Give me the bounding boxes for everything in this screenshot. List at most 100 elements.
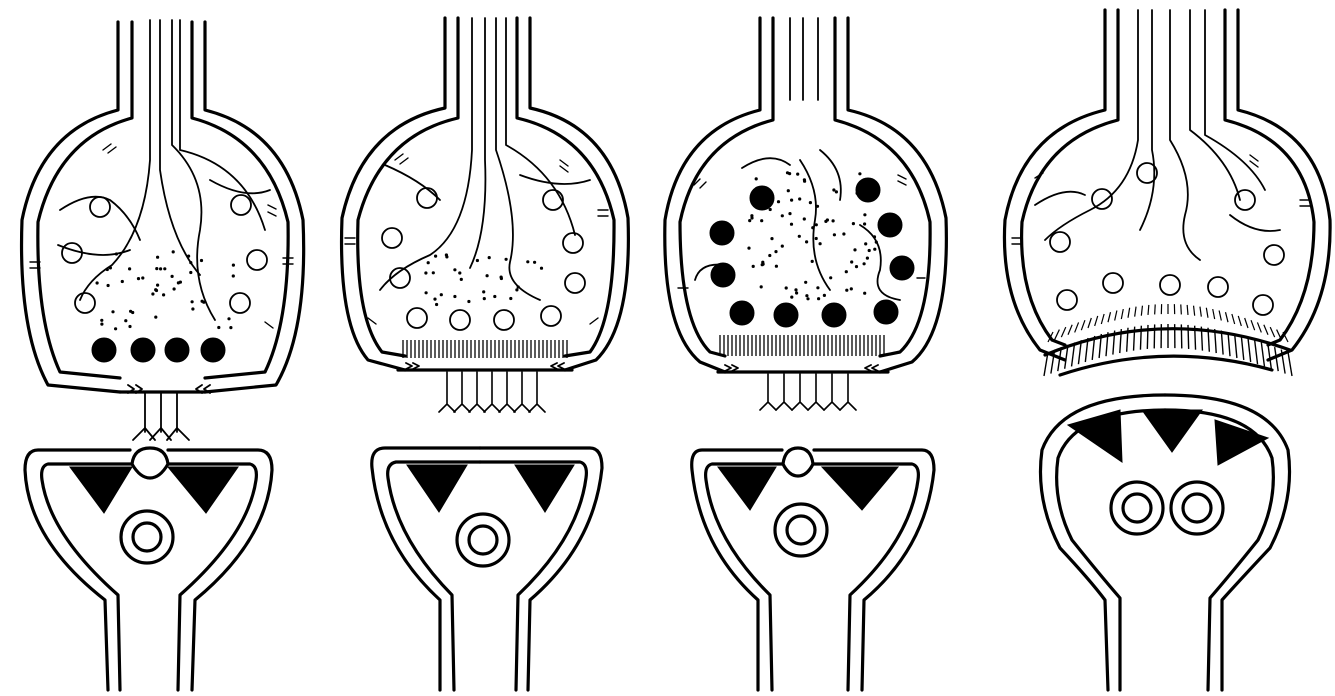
transmitter-dot xyxy=(850,260,853,263)
transmitter-dot xyxy=(865,182,868,185)
transmitter-dot xyxy=(434,255,437,258)
transmitter-dot xyxy=(835,190,838,193)
transmitter-dot xyxy=(232,264,235,267)
fusion-fringe-line xyxy=(1261,342,1264,366)
transmitter-strand xyxy=(439,372,455,412)
transmitter-dot xyxy=(482,290,485,293)
vesicle-filled xyxy=(710,221,734,245)
transmitter-dot xyxy=(875,241,878,244)
fusion-fringe-line xyxy=(1255,340,1258,364)
transmitter-dot xyxy=(755,187,758,190)
fusion-fringe-spike xyxy=(1206,308,1208,318)
transmitter-dot xyxy=(752,265,755,268)
vesicle-empty xyxy=(1050,232,1070,252)
vesicle-empty xyxy=(1057,290,1077,310)
panel-2-synapse xyxy=(342,18,629,690)
transmitter-dot xyxy=(809,201,812,204)
transmitter-dot xyxy=(433,298,436,301)
transmitter-dot xyxy=(179,281,182,284)
transmitter-dot xyxy=(124,319,127,322)
transmitter-dot xyxy=(107,284,110,287)
vesicle-empty xyxy=(247,250,267,270)
ring-inner xyxy=(133,523,161,551)
transmitter-strand xyxy=(776,374,792,410)
fusion-fringe-spike xyxy=(1200,307,1201,317)
vesicle-empty xyxy=(1253,295,1273,315)
transmitter-dot xyxy=(453,295,456,298)
vesicle-empty xyxy=(450,310,470,330)
transmitter-dot xyxy=(476,259,479,262)
vesicle-empty xyxy=(1264,245,1284,265)
transmitter-dot xyxy=(486,274,489,277)
receptor xyxy=(407,465,467,512)
transmitter-dot xyxy=(106,268,109,271)
transmitter-dot xyxy=(823,294,826,297)
vesicle-filled xyxy=(92,338,116,362)
transmitter-dot xyxy=(795,291,798,294)
transmitter-dot xyxy=(189,261,192,264)
transmitter-dot xyxy=(151,292,154,295)
vesicle-empty xyxy=(565,273,585,293)
transmitter-dot xyxy=(128,267,131,270)
transmitter-dot xyxy=(787,189,790,192)
transmitter-dot xyxy=(863,213,866,216)
transmitter-dot xyxy=(873,235,876,238)
transmitter-dot xyxy=(858,172,861,175)
panel-3-synapse xyxy=(665,18,947,690)
panel-3-presynaptic-terminal xyxy=(665,18,947,410)
transmitter-dot xyxy=(96,281,99,284)
vesicle-filled xyxy=(165,338,189,362)
transmitter-dot xyxy=(111,310,114,313)
transmitter-dot xyxy=(769,208,772,211)
vesicle-empty xyxy=(494,310,514,330)
transmitter-dot xyxy=(200,259,203,262)
transmitter-dot xyxy=(191,307,194,310)
receptor xyxy=(515,465,574,512)
transmitter-dot xyxy=(790,199,793,202)
transmitter-dot xyxy=(162,293,165,296)
transmitter-dot xyxy=(187,255,190,258)
transmitter-dot xyxy=(427,261,430,264)
transmitter-dot xyxy=(832,219,835,222)
vesicle-empty xyxy=(231,195,251,215)
fusion-fringe-spike xyxy=(1115,311,1117,321)
fusion-fringe-spike xyxy=(1270,327,1274,337)
fusion-fringe-line xyxy=(1147,325,1148,349)
transmitter-dot xyxy=(128,325,131,328)
vesicle-empty xyxy=(1235,190,1255,210)
ring-outer xyxy=(1171,482,1223,534)
fusion-fringe-spike xyxy=(1141,306,1142,316)
transmitter-dot xyxy=(866,257,869,260)
panel-1-synapse xyxy=(22,20,304,690)
transmitter-strand xyxy=(514,372,530,412)
ring-inner xyxy=(787,516,815,544)
fusion-fringe-line xyxy=(1288,352,1292,376)
fusion-fringe-spike xyxy=(1257,322,1261,332)
transmitter-dot xyxy=(163,267,166,270)
transmitter-dot xyxy=(229,326,232,329)
transmitter-strand xyxy=(529,372,545,412)
fusion-fringe-spike xyxy=(1251,320,1255,330)
transmitter-dot xyxy=(770,237,773,240)
transmitter-dot xyxy=(803,217,806,220)
receptor xyxy=(70,467,132,513)
transmitter-dot xyxy=(191,300,194,303)
vesicle-empty xyxy=(543,190,563,210)
fusion-fringe-spike xyxy=(1068,325,1072,335)
fusion-fringe-spike xyxy=(1226,312,1229,322)
vesicle-empty xyxy=(407,308,427,328)
fusion-fringe-spike xyxy=(1245,318,1248,328)
panel-4-presynaptic-terminal xyxy=(1004,10,1330,376)
transmitter-dot xyxy=(483,297,486,300)
transmitter-dot xyxy=(790,296,793,299)
transmitter-dot xyxy=(788,172,791,175)
transmitter-dot xyxy=(774,250,777,253)
transmitter-dot xyxy=(115,252,118,255)
fusion-fringe-spike xyxy=(1121,309,1123,319)
transmitter-dot xyxy=(488,256,491,259)
transmitter-dot xyxy=(540,267,543,270)
transmitter-dot xyxy=(855,265,858,268)
transmitter-dot xyxy=(803,180,806,183)
vesicle-empty xyxy=(541,306,561,326)
transmitter-dot xyxy=(842,232,845,235)
